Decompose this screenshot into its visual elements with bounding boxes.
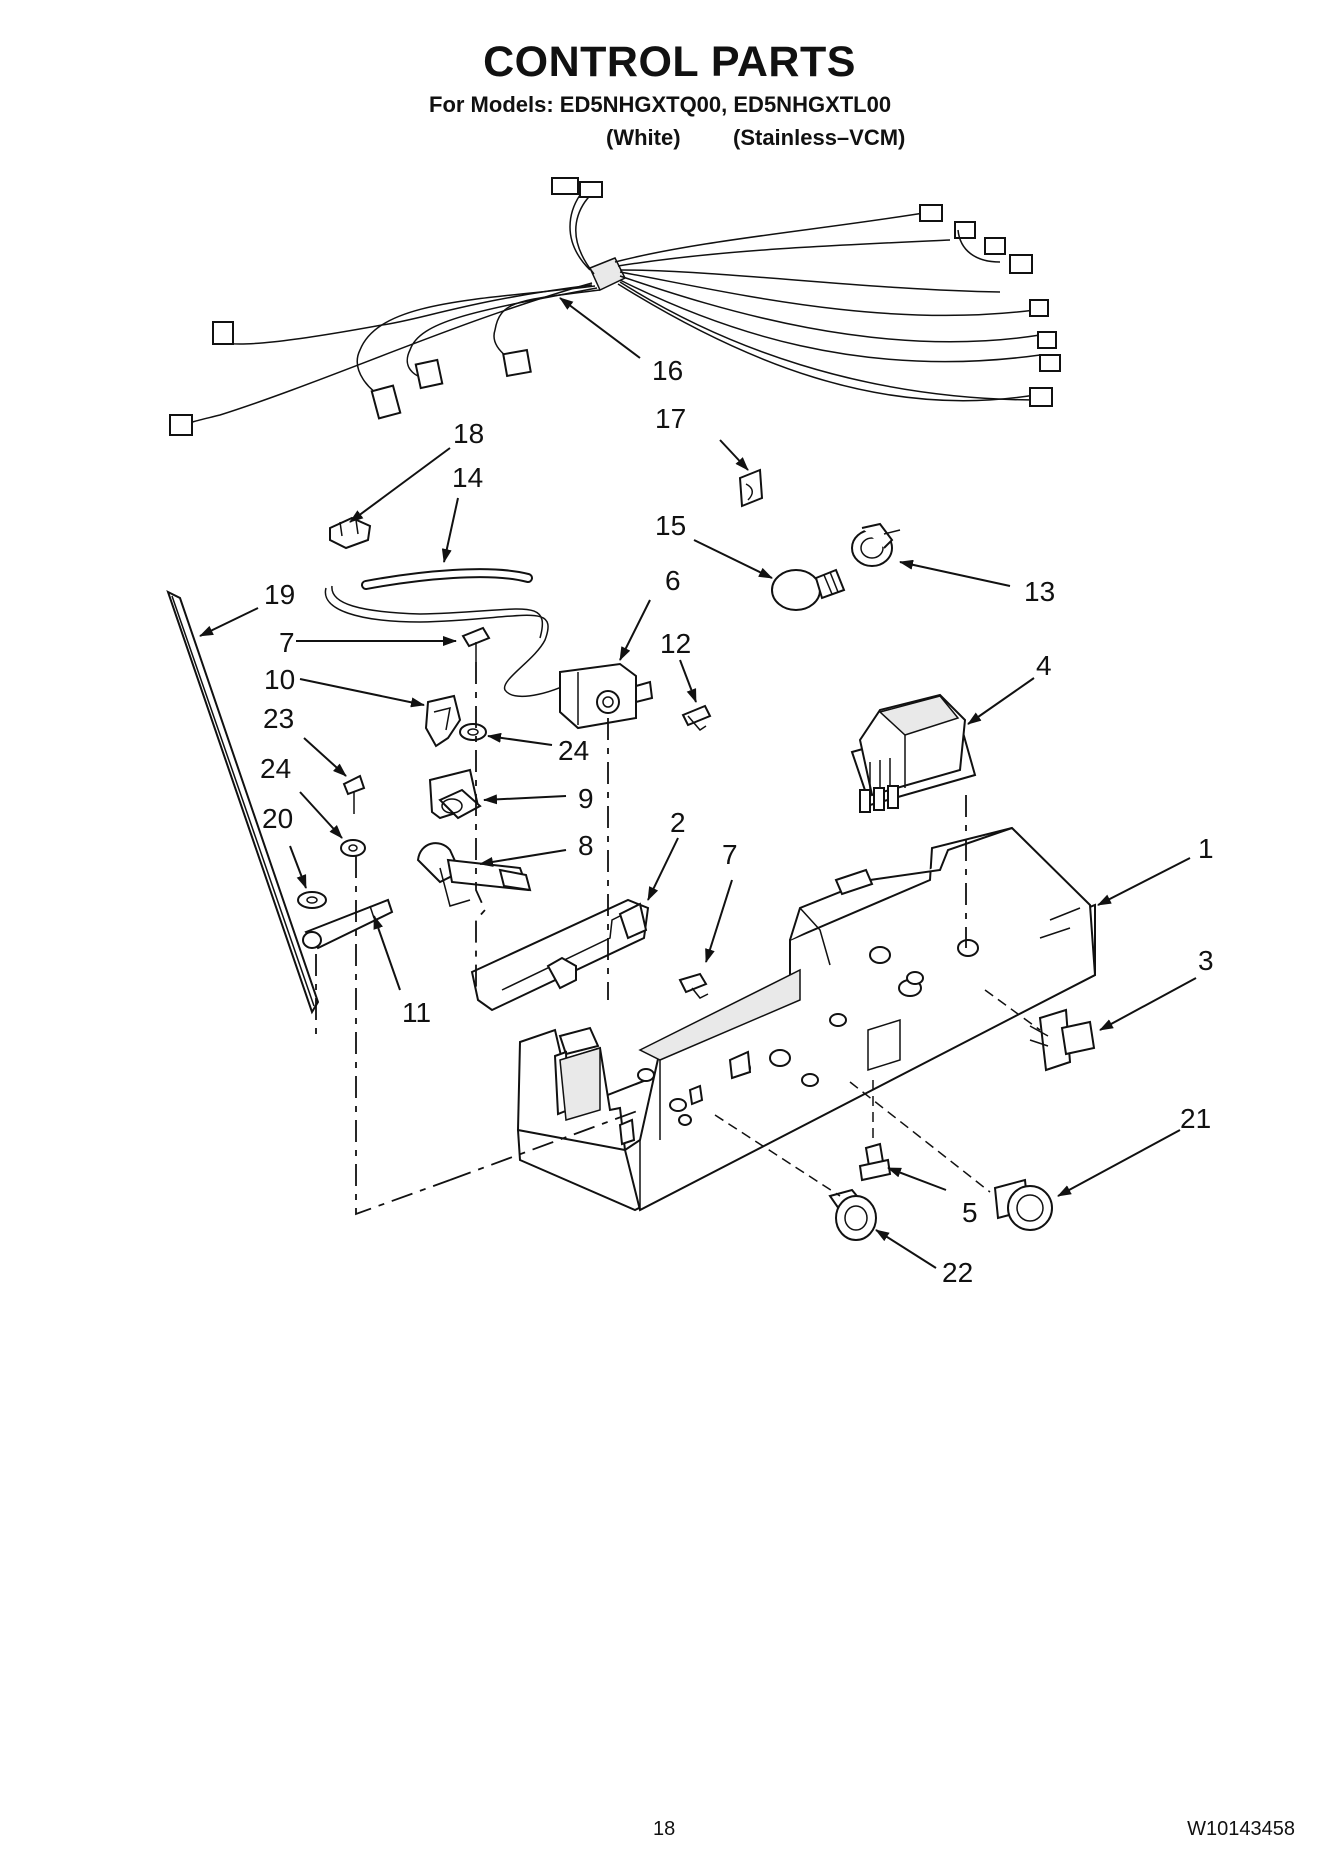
callout-15: 15 xyxy=(655,510,686,541)
bracket-part-9 xyxy=(428,768,482,820)
bracket-clip-part-10 xyxy=(424,694,462,748)
button-part-21 xyxy=(993,1178,1053,1231)
control-module-part-4 xyxy=(850,693,977,813)
shaft-knob-part-8 xyxy=(416,842,532,907)
callout-20: 20 xyxy=(262,803,293,834)
washer-part-24-lower xyxy=(340,839,366,857)
callout-labels: 16 17 18 14 15 19 7 10 23 24 20 11 24 9 … xyxy=(260,355,1214,1288)
washer-part-20 xyxy=(297,891,327,909)
variant-white-label: (White) xyxy=(606,125,681,150)
callout-3: 3 xyxy=(1198,945,1214,976)
page-number: 18 xyxy=(653,1818,676,1840)
callout-21: 21 xyxy=(1180,1103,1211,1134)
lever-part-11 xyxy=(302,898,394,950)
screw-part-7-lower xyxy=(678,972,709,999)
callout-17: 17 xyxy=(655,403,686,434)
callout-5: 5 xyxy=(962,1197,978,1228)
page-title: CONTROL PARTS xyxy=(483,38,856,86)
screw-part-5 xyxy=(858,1142,892,1182)
grommet-part-22 xyxy=(828,1188,877,1241)
callout-9: 9 xyxy=(578,783,594,814)
screw-part-23 xyxy=(342,774,366,814)
callout-13: 13 xyxy=(1024,576,1055,607)
callout-7-lower: 7 xyxy=(722,839,738,870)
callout-7-upper: 7 xyxy=(279,627,295,658)
callout-18: 18 xyxy=(453,418,484,449)
wire-harness-part-16 xyxy=(169,177,1061,436)
thermostat-control-part-6 xyxy=(324,585,654,730)
strip-part-19 xyxy=(166,590,320,1015)
callout-12: 12 xyxy=(660,628,691,659)
document-number: W10143458 xyxy=(1187,1818,1295,1840)
control-housing-part-1 xyxy=(516,826,1097,1212)
callout-1: 1 xyxy=(1198,833,1214,864)
callout-23: 23 xyxy=(263,703,294,734)
switch-part-3 xyxy=(1029,1008,1096,1072)
screw-part-12 xyxy=(681,704,712,731)
models-line: For Models: ED5NHGXTQ00, ED5NHGXTL00 xyxy=(429,92,892,117)
bracket-part-18 xyxy=(329,516,372,550)
leader-arrows xyxy=(199,297,1197,1269)
callout-24-center: 24 xyxy=(558,735,589,766)
tube-part-14 xyxy=(361,568,533,590)
callout-16: 16 xyxy=(652,355,683,386)
assembly-lines xyxy=(315,662,1041,1216)
mounting-bracket-part-2 xyxy=(470,898,650,1012)
callout-22: 22 xyxy=(942,1257,973,1288)
light-socket-part-13 xyxy=(851,522,901,567)
callout-19: 19 xyxy=(264,579,295,610)
variant-stainless-label: (Stainless–VCM) xyxy=(733,125,906,150)
callout-11: 11 xyxy=(402,997,431,1028)
callout-6: 6 xyxy=(665,565,681,596)
clip-part-17 xyxy=(738,468,764,508)
callout-2: 2 xyxy=(670,807,686,838)
light-bulb-part-15 xyxy=(771,568,846,611)
callout-8: 8 xyxy=(578,830,594,861)
screw-part-7-upper xyxy=(461,626,491,662)
callout-10: 10 xyxy=(264,664,295,695)
callout-14: 14 xyxy=(452,462,483,493)
callout-4: 4 xyxy=(1036,650,1052,681)
washer-part-24-upper xyxy=(459,723,487,741)
callout-24-left: 24 xyxy=(260,753,291,784)
